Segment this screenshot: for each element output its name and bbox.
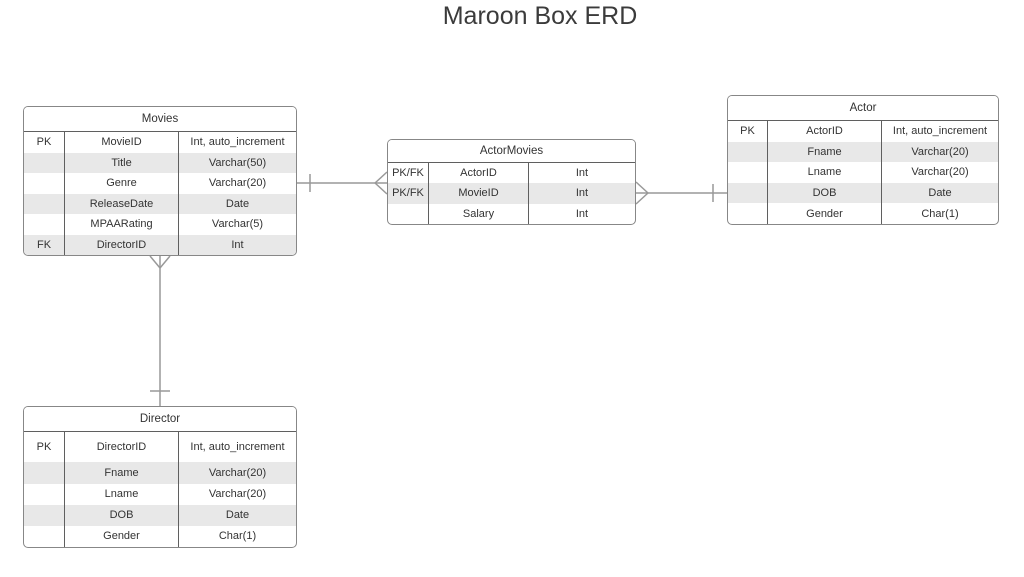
relationship-director-movies[interactable] [149, 255, 171, 406]
table-body: PK/FK ActorID Int PK/FK MovieID Int Sala… [388, 163, 635, 224]
type-cell: Int, auto_increment [190, 441, 285, 454]
type-cell: Int [575, 187, 589, 200]
type-cell: Int [575, 167, 589, 180]
table-title: ActorMovies [388, 140, 635, 163]
field-cell: DOB [65, 504, 179, 526]
table-actor[interactable]: Actor PK ActorID Int, auto_increment Fna… [727, 95, 999, 225]
type-cell: Int, auto_increment [892, 125, 988, 138]
field-cell: Gender [768, 203, 882, 224]
table-director[interactable]: Director PK DirectorID Int, auto_increme… [23, 406, 297, 548]
table-body: PK ActorID Int, auto_increment Fname Var… [728, 121, 998, 224]
table-row: FK DirectorID Int [24, 234, 296, 255]
table-body: PK MovieID Int, auto_increment Title Var… [24, 132, 296, 255]
table-row: PK ActorID Int, auto_increment [728, 121, 998, 142]
table-row: PK DirectorID Int, auto_increment [24, 432, 296, 463]
field-cell: Salary [429, 203, 529, 224]
table-row: Fname Varchar(20) [24, 462, 296, 484]
field-cell: Title [65, 152, 179, 173]
field-cell: Lname [65, 483, 179, 505]
type-cell: Int [575, 207, 589, 220]
table-row: PK/FK ActorID Int [388, 163, 635, 184]
type-cell: Varchar(20) [911, 145, 969, 158]
field-cell: ReleaseDate [65, 193, 179, 214]
key-cell: PK [24, 132, 65, 153]
key-cell [24, 504, 65, 526]
key-cell [728, 203, 768, 224]
type-cell: Varchar(20) [208, 467, 267, 480]
type-cell: Varchar(50) [208, 156, 267, 169]
field-cell: DirectorID [65, 234, 179, 255]
field-cell: MPAARating [65, 214, 179, 235]
type-cell: Int [231, 238, 244, 251]
key-cell [24, 214, 65, 235]
type-cell: Varchar(20) [208, 177, 267, 190]
key-cell [24, 152, 65, 173]
table-title: Director [24, 407, 296, 432]
type-cell: Date [928, 187, 952, 200]
type-cell: Char(1) [218, 530, 257, 543]
key-cell [24, 525, 65, 547]
table-movies[interactable]: Movies PK MovieID Int, auto_increment Ti… [23, 106, 297, 256]
table-row: Gender Char(1) [728, 203, 998, 224]
type-cell: Int, auto_increment [190, 136, 285, 149]
key-cell [728, 162, 768, 183]
field-cell: DOB [768, 182, 882, 204]
table-actormovies[interactable]: ActorMovies PK/FK ActorID Int PK/FK Movi… [387, 139, 636, 225]
table-row: DOB Date [728, 182, 998, 204]
type-cell: Varchar(20) [911, 166, 969, 179]
type-cell: Date [225, 197, 250, 210]
table-body: PK DirectorID Int, auto_increment Fname … [24, 432, 296, 547]
table-title: Actor [728, 96, 998, 121]
table-row: Gender Char(1) [24, 525, 296, 547]
table-row: Genre Varchar(20) [24, 173, 296, 194]
key-cell: FK [24, 234, 65, 255]
field-cell: DirectorID [65, 432, 179, 463]
key-cell: PK/FK [388, 163, 429, 184]
table-row: PK MovieID Int, auto_increment [24, 132, 296, 153]
field-cell: Fname [65, 462, 179, 484]
field-cell: MovieID [429, 183, 529, 204]
table-row: ReleaseDate Date [24, 193, 296, 214]
type-cell: Varchar(5) [211, 218, 264, 231]
table-row: Lname Varchar(20) [728, 162, 998, 183]
table-row: Salary Int [388, 203, 635, 224]
key-cell [388, 203, 429, 224]
field-cell: Fname [768, 141, 882, 163]
key-cell: PK [728, 121, 768, 142]
relationship-actor-actormovies[interactable] [635, 181, 727, 205]
key-cell [24, 483, 65, 505]
table-row: Lname Varchar(20) [24, 483, 296, 505]
diagram-title: Maroon Box ERD [442, 2, 638, 30]
key-cell: PK [24, 432, 65, 463]
relationship-movies-actormovies[interactable] [297, 171, 388, 195]
key-cell [728, 141, 768, 163]
field-cell: Gender [65, 525, 179, 547]
field-cell: Genre [65, 173, 179, 194]
type-cell: Varchar(20) [208, 488, 267, 501]
field-cell: Lname [768, 162, 882, 183]
key-cell [24, 193, 65, 214]
field-cell: ActorID [768, 121, 882, 142]
table-row: Fname Varchar(20) [728, 141, 998, 163]
type-cell: Char(1) [921, 207, 959, 220]
table-row: Title Varchar(50) [24, 152, 296, 173]
key-cell [24, 462, 65, 484]
table-title: Movies [24, 107, 296, 132]
key-cell [728, 182, 768, 204]
table-row: MPAARating Varchar(5) [24, 214, 296, 235]
table-row: DOB Date [24, 504, 296, 526]
field-cell: ActorID [429, 163, 529, 184]
field-cell: MovieID [65, 132, 179, 153]
key-cell [24, 173, 65, 194]
type-cell: Date [225, 509, 250, 522]
table-row: PK/FK MovieID Int [388, 183, 635, 204]
key-cell: PK/FK [388, 183, 429, 204]
